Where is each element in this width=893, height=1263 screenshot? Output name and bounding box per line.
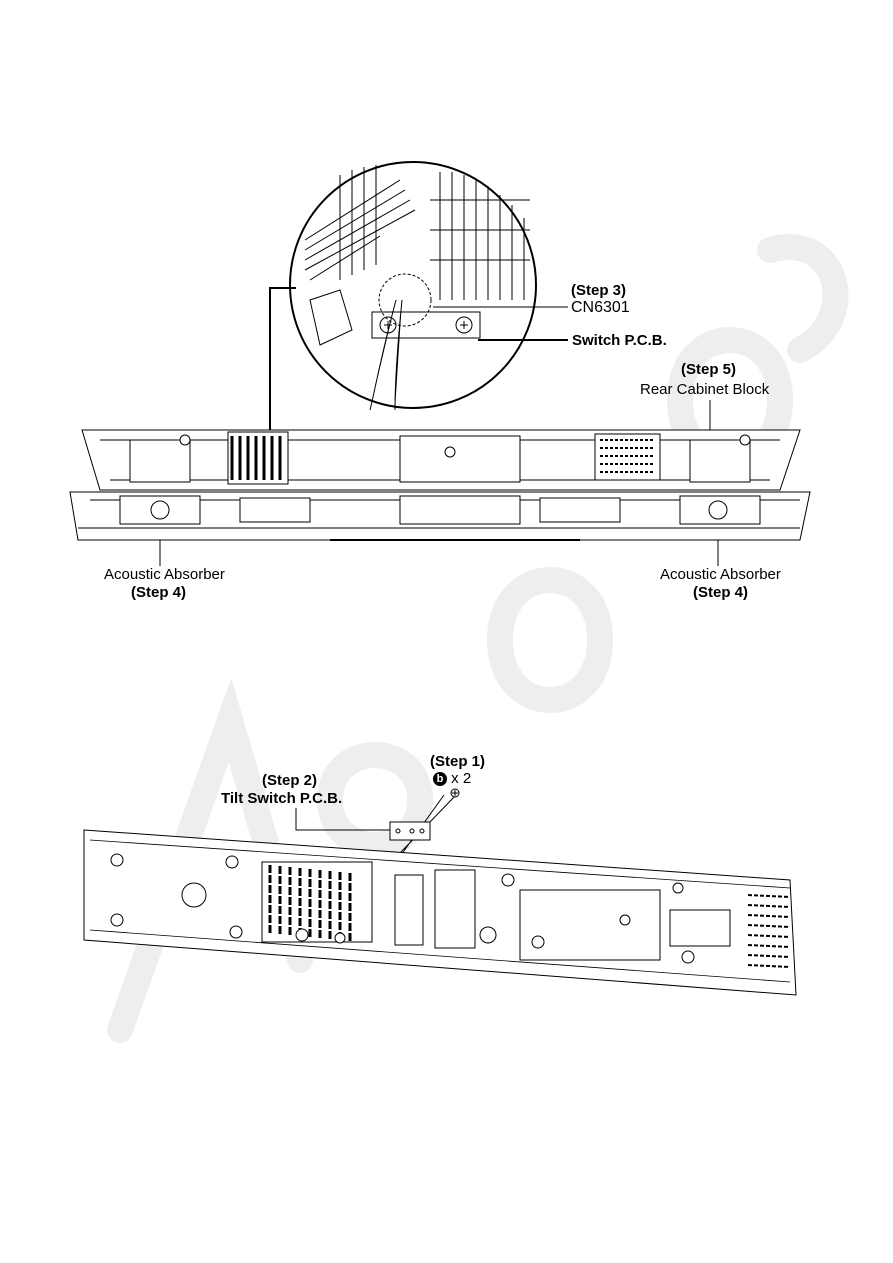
step2-label: (Step 2) (262, 772, 318, 789)
step4-right-label: (Step 4) (693, 584, 749, 601)
step4-left-label: (Step 4) (131, 584, 187, 601)
tilt-switch-leader (295, 808, 392, 831)
magnified-detail-circle (289, 161, 537, 411)
rear-cabinet-block-label: Rear Cabinet Block (640, 381, 770, 398)
front-cabinet-drawing (83, 829, 797, 996)
step1-label: (Step 1) (430, 753, 486, 770)
step3-label: (Step 3) (571, 282, 627, 299)
switch-pcb-label: Switch P.C.B. (572, 332, 667, 349)
screw-count: x 2 (451, 770, 472, 787)
screw-callout: b x 2 (433, 770, 471, 787)
rear-cabinet-assembly (69, 429, 811, 541)
step5-label: (Step 5) (681, 361, 737, 378)
detail-leader-line (269, 287, 296, 452)
acoustic-absorber-left-label: Acoustic Absorber (104, 566, 225, 583)
screw-icon (450, 788, 460, 798)
cn6301-label: CN6301 (571, 299, 630, 316)
tilt-switch-pcb-drawing (389, 821, 431, 841)
acoustic-absorber-right-label: Acoustic Absorber (660, 566, 781, 583)
tilt-switch-pcb-label: Tilt Switch P.C.B. (221, 790, 343, 807)
screw-badge-icon: b (433, 772, 447, 787)
